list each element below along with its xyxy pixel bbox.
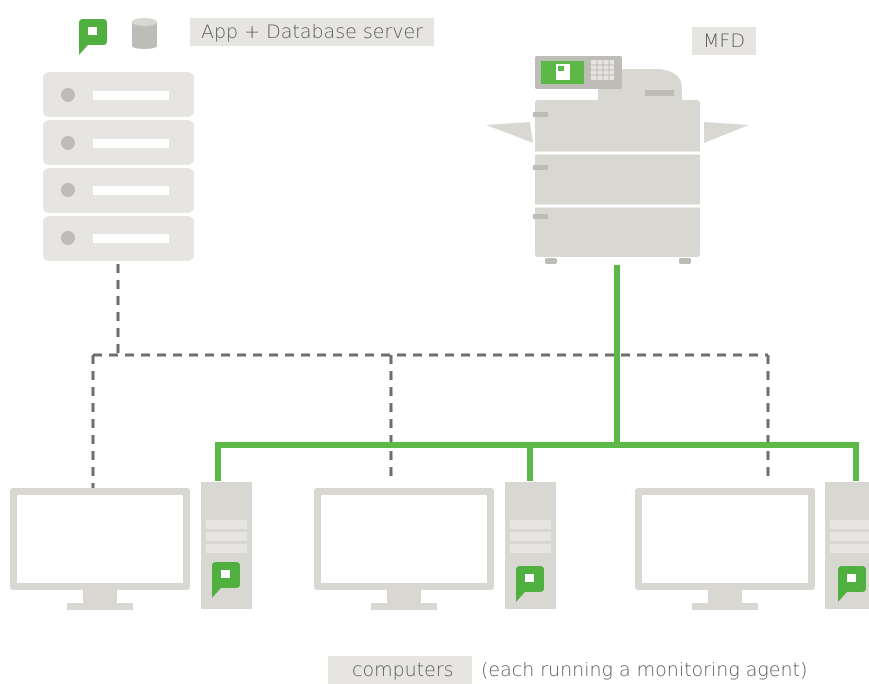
mfd-label: MFD	[692, 27, 756, 55]
database-icon	[132, 18, 157, 49]
print-network-lines	[215, 265, 859, 481]
mfd-printer	[486, 56, 749, 264]
computers-label: computers	[328, 656, 472, 684]
computer-3	[635, 482, 869, 610]
dashed-connections	[91, 264, 770, 488]
papercut-logo-icon	[79, 19, 107, 55]
server-stack	[43, 72, 194, 261]
server-label: App + Database server	[190, 18, 434, 46]
computer-1	[10, 482, 252, 610]
computer-2	[314, 482, 556, 610]
computers-note: (each running a monitoring agent)	[481, 659, 808, 681]
